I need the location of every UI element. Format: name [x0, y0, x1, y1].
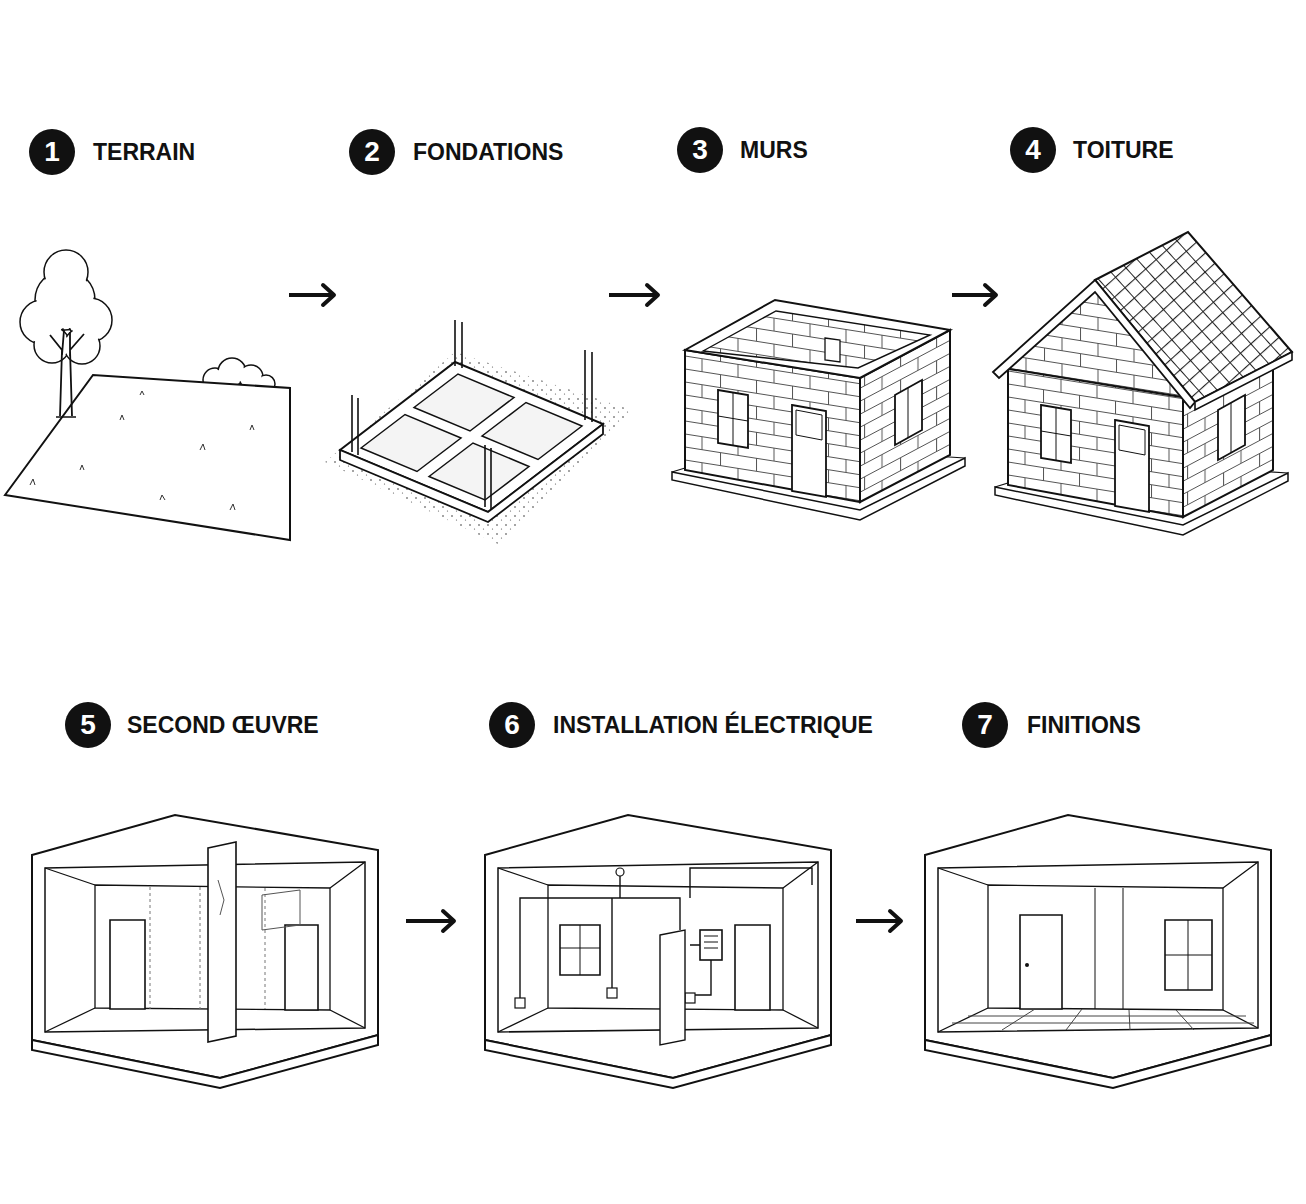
arrow-line [856, 919, 901, 923]
flow-arrow [406, 911, 454, 931]
arrow-line [952, 293, 996, 297]
step-number: 5 [80, 711, 96, 739]
step-title: MURS [740, 137, 808, 163]
step-title: FINITIONS [1027, 712, 1141, 738]
room-drawing [32, 815, 378, 1088]
step-panel: 4 TOITURE [1000, 120, 1300, 550]
walls-drawing [672, 300, 965, 520]
step-heading: MURS [740, 127, 808, 173]
flow-arrow [856, 911, 901, 931]
arrow-line [289, 293, 334, 297]
number-badge: 5 [65, 702, 111, 748]
flow-arrow [289, 285, 334, 305]
number-badge: 2 [349, 129, 395, 175]
terrain-drawing [5, 250, 290, 540]
flow-arrow [609, 285, 658, 305]
roof-drawing [993, 232, 1292, 535]
step-number: 2 [364, 138, 380, 166]
step-panel: 3 MURS [662, 120, 948, 550]
step-panel: 1 TERRAIN [5, 120, 285, 550]
step-heading: FINITIONS [1027, 702, 1141, 748]
step-panel: 2 FONDATIONS [338, 120, 605, 550]
step-panel: 5 SECOND ŒUVRE [30, 690, 402, 1090]
arrow-head [443, 911, 454, 931]
number-badge: 6 [489, 702, 535, 748]
step-title: INSTALLATION ÉLECTRIQUE [553, 712, 873, 738]
step-number: 6 [504, 711, 520, 739]
step-title: FONDATIONS [413, 139, 563, 165]
step-panel: 7 FINITIONS [905, 690, 1275, 1090]
step-heading: INSTALLATION ÉLECTRIQUE [553, 702, 873, 748]
room-drawing [925, 815, 1271, 1088]
foundations-drawing [325, 320, 632, 545]
arrow-head [985, 285, 996, 305]
number-badge: 1 [29, 129, 75, 175]
step-number: 7 [977, 711, 993, 739]
number-badge: 7 [962, 702, 1008, 748]
step-title: TOITURE [1073, 137, 1174, 163]
arrow-head [323, 285, 334, 305]
step-heading: TOITURE [1073, 127, 1174, 173]
number-badge: 3 [677, 127, 723, 173]
arrow-head [647, 285, 658, 305]
step-heading: SECOND ŒUVRE [127, 702, 319, 748]
step-number: 4 [1025, 136, 1041, 164]
step-title: SECOND ŒUVRE [127, 712, 319, 738]
arrow-head [890, 911, 901, 931]
step-number: 1 [44, 138, 60, 166]
number-badge: 4 [1010, 127, 1056, 173]
room-drawing [485, 815, 831, 1088]
step-heading: TERRAIN [93, 129, 195, 175]
step-panel: 6INSTALLATION ÉLECTRIQUE [458, 690, 852, 1090]
step-title: TERRAIN [93, 139, 195, 165]
flow-arrow [952, 285, 996, 305]
step-number: 3 [692, 136, 708, 164]
arrow-line [609, 293, 658, 297]
arrow-line [406, 919, 454, 923]
step-heading: FONDATIONS [413, 129, 563, 175]
